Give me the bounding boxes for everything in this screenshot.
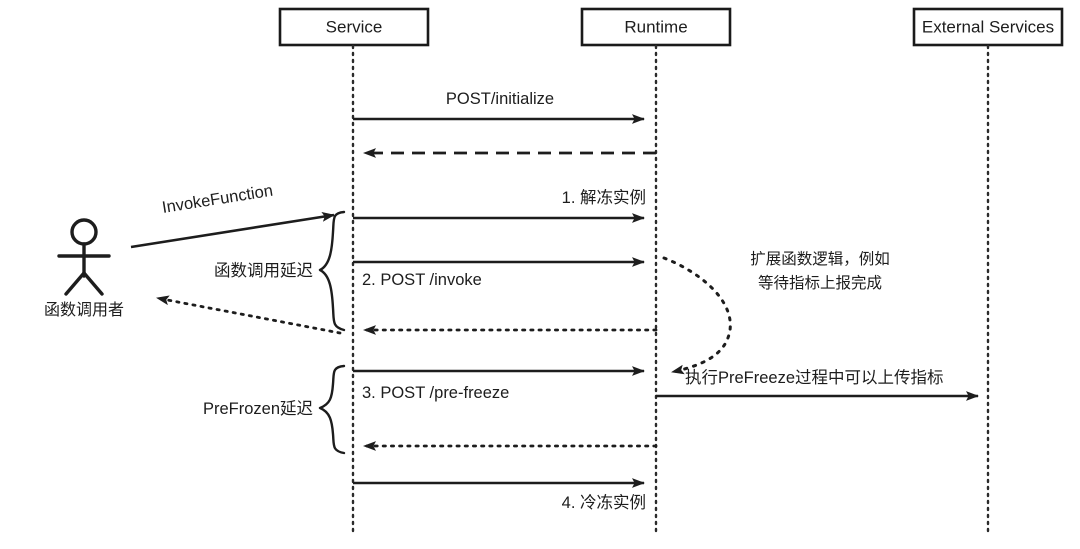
brace-label-prefrozen-latency: PreFrozen延迟 [203,399,313,418]
participant-runtime[interactable]: Runtime [580,7,732,537]
message-post-initialize[interactable]: POST/initialize [353,90,645,124]
brace-prefrozen-latency[interactable]: PreFrozen延迟 [203,364,346,455]
message-label-unfreeze-instance: 1. 解冻实例 [562,188,646,207]
participant-label-runtime: Runtime [624,17,687,36]
brace-shape-invoke-latency [318,210,346,332]
participant-label-external-services: External Services [922,17,1054,36]
message-upload-metrics[interactable]: 执行PreFreeze过程中可以上传指标 [656,368,979,401]
message-arrow-invoke-return-to-caller [155,295,342,335]
actor-label: 函数调用者 [44,301,124,319]
note-line-2: 等待指标上报完成 [758,274,882,292]
message-label-post-pre-freeze: 3. POST /pre-freeze [362,384,509,402]
message-post-invoke[interactable]: 2. POST /invoke [353,257,645,289]
brace-shape-prefrozen-latency [318,364,346,455]
message-label-post-invoke: 2. POST /invoke [362,271,482,289]
actor-leg-left [64,271,86,296]
message-invoke-return-to-caller[interactable] [155,295,342,335]
self-loop-curve [662,256,732,375]
message-arrow-invoke-function [130,212,335,249]
participant-service[interactable]: Service [278,7,430,537]
actor-leg-right [82,271,104,296]
actor-head [70,218,98,246]
actor-function-caller[interactable]: 函数调用者 [44,218,124,319]
brace-label-invoke-latency: 函数调用延迟 [214,261,313,280]
message-post-pre-freeze[interactable]: 3. POST /pre-freeze [353,366,645,402]
message-unfreeze-instance[interactable]: 1. 解冻实例 [353,188,646,223]
message-freeze-instance[interactable]: 4. 冷冻实例 [353,478,646,512]
note-line-1: 扩展函数逻辑，例如 [750,250,890,268]
self-loop-extend-function-logic[interactable]: 扩展函数逻辑，例如 等待指标上报完成 [662,250,890,375]
message-label-freeze-instance: 4. 冷冻实例 [562,493,646,512]
message-invoke-function[interactable]: InvokeFunction [130,182,335,249]
participant-external-services[interactable]: External Services [912,7,1064,537]
message-label-post-initialize: POST/initialize [446,90,554,108]
participant-box-service [278,7,430,47]
message-label-invoke-function: InvokeFunction [161,182,274,217]
message-label-upload-metrics: 执行PreFreeze过程中可以上传指标 [685,368,944,387]
participant-box-runtime [580,7,732,47]
participant-box-external-services [912,7,1064,47]
participant-label-service: Service [326,17,383,36]
brace-invoke-latency[interactable]: 函数调用延迟 [214,210,346,332]
